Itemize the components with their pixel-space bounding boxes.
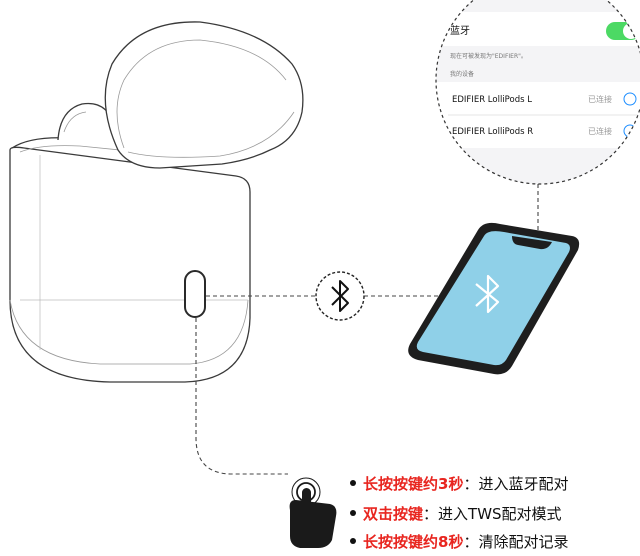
instruction-action: 长按按键约8秒 (363, 533, 464, 551)
instruction-action: 双击按键 (363, 505, 424, 523)
phone-bluetooth-icon (475, 274, 500, 314)
bullet-icon (350, 509, 356, 516)
bullet-icon (350, 537, 356, 544)
bullet-icon (350, 479, 356, 486)
bluetooth-badge (315, 271, 365, 321)
charging-case (9, 21, 304, 383)
info-icon[interactable] (623, 92, 637, 106)
section-header-my-devices: 我的设备 (450, 70, 474, 78)
instruction-item: 长按按键约8秒：清除配对记录 (350, 532, 568, 552)
device-status: 已连接 (588, 126, 612, 136)
device-row[interactable]: EDIFIER LolliPods L 已连接 (452, 92, 637, 106)
instruction-item: 双击按键：进入TWS配对模式 (350, 504, 562, 524)
device-status: 已连接 (588, 94, 612, 104)
bluetooth-settings-zoom: 蓝牙 现在可被发现为"EDIFIER"。 我的设备 EDIFIER LolliP… (435, 0, 640, 185)
bluetooth-icon (331, 280, 349, 312)
instruction-separator: ： (463, 533, 479, 551)
device-name: EDIFIER LolliPods R (452, 127, 533, 137)
device-name: EDIFIER LolliPods L (452, 95, 532, 105)
bluetooth-title: 蓝牙 (450, 25, 470, 37)
connection-lines (195, 184, 539, 475)
instruction-separator: ： (463, 475, 479, 493)
instruction-result: 进入TWS配对模式 (438, 505, 562, 523)
smartphone (408, 222, 580, 375)
discoverable-text: 现在可被发现为"EDIFIER"。 (450, 52, 527, 60)
case-pairing-button (184, 270, 206, 318)
instruction-result: 清除配对记录 (478, 533, 569, 551)
instruction-action: 长按按键约3秒 (363, 475, 464, 493)
instruction-result: 进入蓝牙配对 (478, 475, 569, 493)
instruction-item: 长按按键约3秒：进入蓝牙配对 (350, 474, 568, 494)
hand-pointer-icon (289, 477, 337, 548)
instruction-separator: ： (423, 505, 439, 523)
